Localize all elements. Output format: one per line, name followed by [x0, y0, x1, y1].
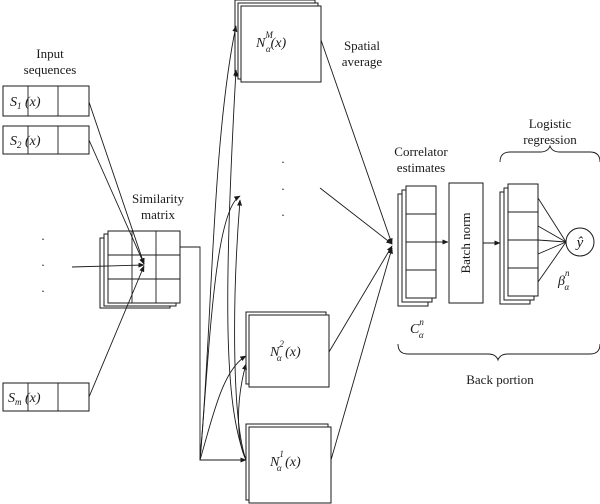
batch-norm-block: Batch norm: [448, 182, 484, 304]
logistic-brace: [499, 144, 600, 163]
svg-text:S1 (x): S1 (x): [10, 95, 41, 111]
svg-text:Batch norm: Batch norm: [458, 212, 473, 273]
n-ellipsis: . . .: [281, 151, 284, 219]
similarity-label-line2: matrix: [141, 207, 175, 222]
output-node: ŷ: [565, 227, 595, 257]
svg-text:N1α (x): N1α (x): [269, 449, 301, 473]
correlator-block: [397, 185, 437, 307]
svg-text:.: .: [41, 228, 44, 243]
logistic-label-line1: Logistic: [529, 116, 572, 131]
svg-text:.: .: [281, 151, 284, 166]
spatial-label-line2: average: [342, 54, 383, 69]
similarity-matrix: [99, 230, 181, 309]
output-symbol: ŷ: [575, 235, 584, 251]
n-to-correlator-arrows: [319, 39, 393, 461]
svg-text:.: .: [281, 178, 284, 193]
svg-text:Sm (x): Sm (x): [8, 391, 41, 407]
logistic-label-line2: regression: [523, 132, 577, 147]
spatial-label-line1: Spatial: [344, 38, 380, 53]
svg-text:.: .: [41, 280, 44, 295]
back-portion-label: Back portion: [466, 372, 534, 387]
input-sequences-label-line1: Input: [36, 46, 64, 61]
correlator-label-line2: estimates: [397, 160, 445, 175]
sequence-s1: S1 (x): [2, 85, 90, 117]
svg-text:N2α (x): N2α (x): [269, 339, 301, 363]
input-sequences-label-line2: sequences: [24, 62, 77, 77]
similarity-label-line1: Similarity: [132, 191, 185, 206]
correlator-label-line1: Correlator: [394, 144, 448, 159]
sequence-ellipsis: . . .: [41, 228, 44, 295]
input-to-similarity-arrows: [71, 101, 145, 398]
svg-text:S2 (x): S2 (x): [10, 134, 41, 150]
back-portion-brace: [397, 343, 600, 362]
sequence-sm: Sm (x): [2, 382, 90, 412]
svg-text:NMα(x): NMα(x): [255, 30, 286, 54]
similarity-to-n-connectors: [180, 25, 247, 463]
svg-text:.: .: [41, 254, 44, 269]
regression-block: [499, 183, 539, 305]
sequence-s2: S2 (x): [2, 125, 90, 155]
regression-fan-lines: [537, 197, 567, 283]
svg-text:.: .: [281, 204, 284, 219]
